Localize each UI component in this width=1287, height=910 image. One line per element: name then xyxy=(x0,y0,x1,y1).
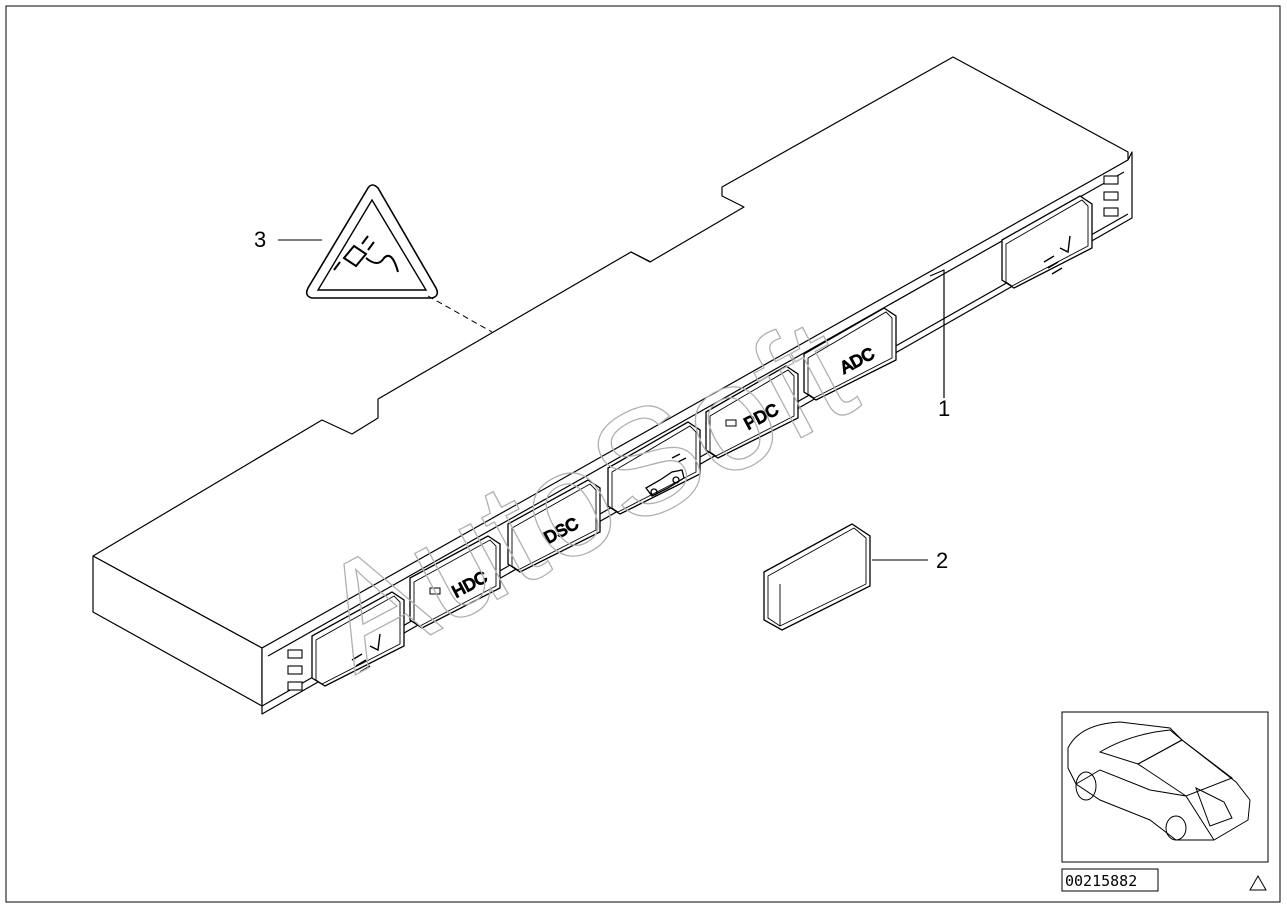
pdc-indicator xyxy=(725,419,737,427)
button-hdc: HDC xyxy=(409,535,501,629)
heated-plug-icon xyxy=(333,235,399,273)
hdc-indicator xyxy=(429,587,441,595)
button-seat-heat-right xyxy=(1001,195,1093,289)
button-pdc: PDC xyxy=(705,365,799,459)
vehicle-thumbnail xyxy=(1061,711,1269,863)
blank-cover-cap xyxy=(763,523,871,631)
left-vent-grille xyxy=(287,649,303,691)
button-adc: ADC xyxy=(803,307,897,401)
frame-border xyxy=(5,5,1281,903)
warning-label-triangle xyxy=(305,184,439,299)
corner-triangle-mark xyxy=(1249,874,1267,891)
diagram-id-box xyxy=(1061,868,1159,892)
leader-dashed-3 xyxy=(427,295,493,333)
panel-front-edge xyxy=(267,171,1125,657)
callout-2: 2 xyxy=(936,548,948,573)
button-seat-heat-left xyxy=(311,591,405,687)
panel-boss-line xyxy=(630,251,652,263)
seat-heat-icon xyxy=(351,633,381,673)
diagram-id: 00215882 xyxy=(1065,872,1137,890)
callout-3: 3 xyxy=(254,227,266,252)
button-dsc: DSC xyxy=(507,479,601,573)
button-dtc xyxy=(607,421,701,515)
car-skid-icon xyxy=(645,453,687,497)
seat-heat-icon-right xyxy=(1043,235,1071,275)
callout-1: 1 xyxy=(938,396,950,421)
right-vent-grille xyxy=(1103,175,1119,217)
